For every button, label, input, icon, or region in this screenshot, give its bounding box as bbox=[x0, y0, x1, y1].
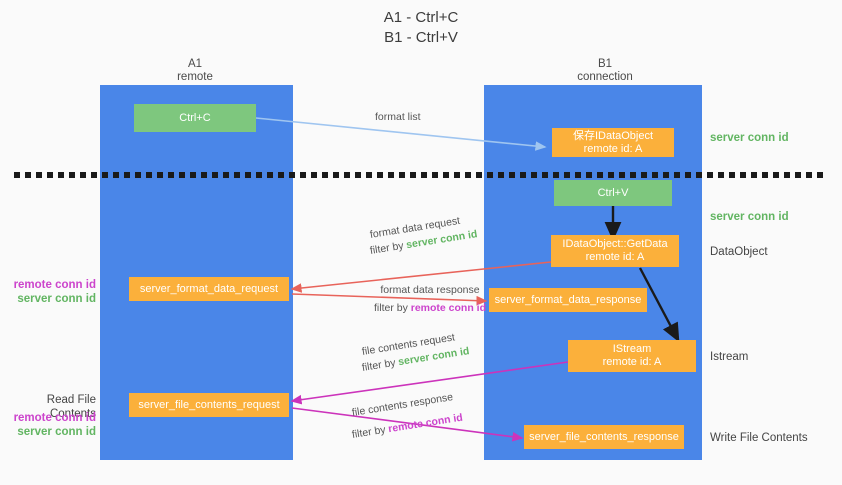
annotation-right-server-conn-id-2: server conn id bbox=[710, 211, 789, 223]
node-server-format-data-request-label: server_format_data_request bbox=[139, 282, 279, 295]
node-idataobject-getdata[interactable]: IDataObject::GetData remote id: A bbox=[551, 235, 679, 267]
edge-label-format-list-text: format list bbox=[375, 111, 421, 123]
annotation-right-write-file-contents: Write File Contents bbox=[710, 432, 808, 444]
node-idataobject-getdata-label: IDataObject::GetData bbox=[562, 238, 668, 250]
filter-term-remote-conn-id: remote conn id bbox=[410, 302, 487, 314]
edge-label-format-data-response-main: format data response bbox=[380, 284, 480, 296]
node-save-idataobject-label: 保存IDataObject bbox=[572, 129, 654, 142]
filter-prefix: filter by bbox=[369, 239, 408, 257]
node-istream[interactable]: IStream remote id: A bbox=[568, 340, 696, 372]
node-server-file-contents-request-label: server_file_contents_request bbox=[138, 398, 280, 411]
edge-label-file-contents-response: file contents response filter by remote … bbox=[351, 391, 464, 442]
node-save-idataobject[interactable]: 保存IDataObject remote id: A bbox=[552, 128, 674, 157]
title-line-2: B1 - Ctrl+V bbox=[384, 29, 458, 46]
title-line-1: A1 - Ctrl+C bbox=[383, 9, 459, 26]
column-b1-sub: connection bbox=[577, 71, 633, 83]
node-save-idataobject-sub: remote id: A bbox=[583, 142, 643, 155]
edge-label-file-contents-request: file contents request filter by server c… bbox=[361, 331, 471, 375]
annotation-left-read-file-contents: Read File Contents bbox=[46, 394, 96, 420]
node-server-file-contents-request[interactable]: server_file_contents_request bbox=[129, 393, 289, 417]
column-a1-name: A1 bbox=[187, 58, 203, 70]
node-ctrl-v[interactable]: Ctrl+V bbox=[554, 180, 672, 206]
annotation-left-remote-conn-id-1: remote conn id bbox=[13, 279, 96, 291]
annotation-right-dataobject: DataObject bbox=[710, 246, 768, 258]
annotation-left-group-2: remote conn id server conn id bbox=[10, 411, 96, 439]
annotation-left-remote-conn-id-2: remote conn id bbox=[13, 412, 96, 424]
filter-term-remote-conn-id: remote conn id bbox=[387, 411, 464, 436]
annotation-left-server-conn-id-2: server conn id bbox=[17, 426, 96, 438]
annotation-right-server-conn-id-1: server conn id bbox=[710, 132, 789, 144]
phase-divider-dashed-line bbox=[14, 172, 828, 178]
edge-label-format-data-response: format data response filter by remote co… bbox=[340, 283, 520, 315]
annotation-left-server-conn-id-1: server conn id bbox=[17, 293, 96, 305]
filter-prefix: filter by bbox=[361, 356, 400, 374]
diagram-title: A1 - Ctrl+C B1 - Ctrl+V bbox=[0, 8, 842, 48]
node-server-format-data-response-label: server_format_data_response bbox=[494, 293, 642, 306]
column-a1-sub: remote bbox=[177, 71, 213, 83]
edge-label-format-data-response-filter: filter by remote conn id bbox=[340, 301, 520, 315]
node-server-format-data-request[interactable]: server_format_data_request bbox=[129, 277, 289, 301]
node-server-file-contents-response-label: server_file_contents_response bbox=[529, 430, 679, 443]
node-istream-sub: remote id: A bbox=[602, 356, 662, 368]
column-header-a1: A1 remote bbox=[110, 58, 280, 84]
filter-prefix: filter by bbox=[373, 302, 411, 314]
node-ctrl-v-label: Ctrl+V bbox=[597, 186, 629, 199]
edge-label-format-list: format list bbox=[375, 110, 421, 124]
filter-prefix: filter by bbox=[351, 423, 390, 441]
node-server-format-data-response[interactable]: server_format_data_response bbox=[489, 288, 647, 312]
annotation-right-istream: Istream bbox=[710, 351, 749, 363]
node-ctrl-c[interactable]: Ctrl+C bbox=[134, 104, 256, 132]
node-idataobject-getdata-sub: remote id: A bbox=[585, 251, 645, 263]
annotation-left-group-1: remote conn id server conn id bbox=[10, 278, 96, 306]
node-server-file-contents-response[interactable]: server_file_contents_response bbox=[524, 425, 684, 449]
node-ctrl-c-label: Ctrl+C bbox=[179, 111, 211, 124]
edge-label-format-data-request: format data request filter by server con… bbox=[369, 215, 479, 258]
column-b1-name: B1 bbox=[597, 58, 613, 70]
column-header-b1: B1 connection bbox=[520, 58, 690, 84]
node-istream-label: IStream bbox=[612, 343, 652, 355]
